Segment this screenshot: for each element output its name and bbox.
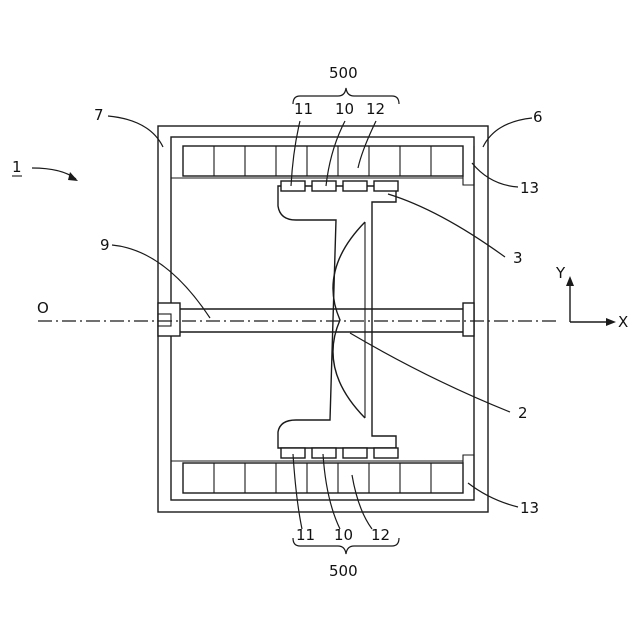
label-12-bottom: 12 — [371, 526, 390, 544]
lens-holder — [278, 186, 396, 448]
label-11-top: 11 — [294, 100, 313, 118]
label-13-top: 13 — [520, 179, 539, 197]
label-2: 2 — [518, 404, 528, 422]
label-13-bottom: 13 — [520, 499, 539, 517]
label-device-1: 1 — [12, 158, 22, 176]
label-500-bottom: 500 — [329, 562, 358, 580]
shaft — [158, 303, 474, 336]
bottom-coils — [281, 448, 398, 458]
label-9: 9 — [100, 236, 110, 254]
label-3: 3 — [513, 249, 523, 267]
label-12-top: 12 — [366, 100, 385, 118]
label-7: 7 — [94, 106, 104, 124]
label-6: 6 — [533, 108, 543, 126]
label-axis-o: O — [37, 299, 49, 317]
label-500-top: 500 — [329, 64, 358, 82]
label-11-bottom: 11 — [296, 526, 315, 544]
xy-axis-indicator — [566, 276, 616, 326]
top-magnet-row — [171, 146, 463, 178]
label-10-top: 10 — [335, 100, 354, 118]
label-10-bottom: 10 — [334, 526, 353, 544]
label-axis-x: X — [618, 313, 628, 331]
bottom-magnet-row — [171, 461, 463, 493]
label-axis-y: Y — [555, 264, 566, 282]
